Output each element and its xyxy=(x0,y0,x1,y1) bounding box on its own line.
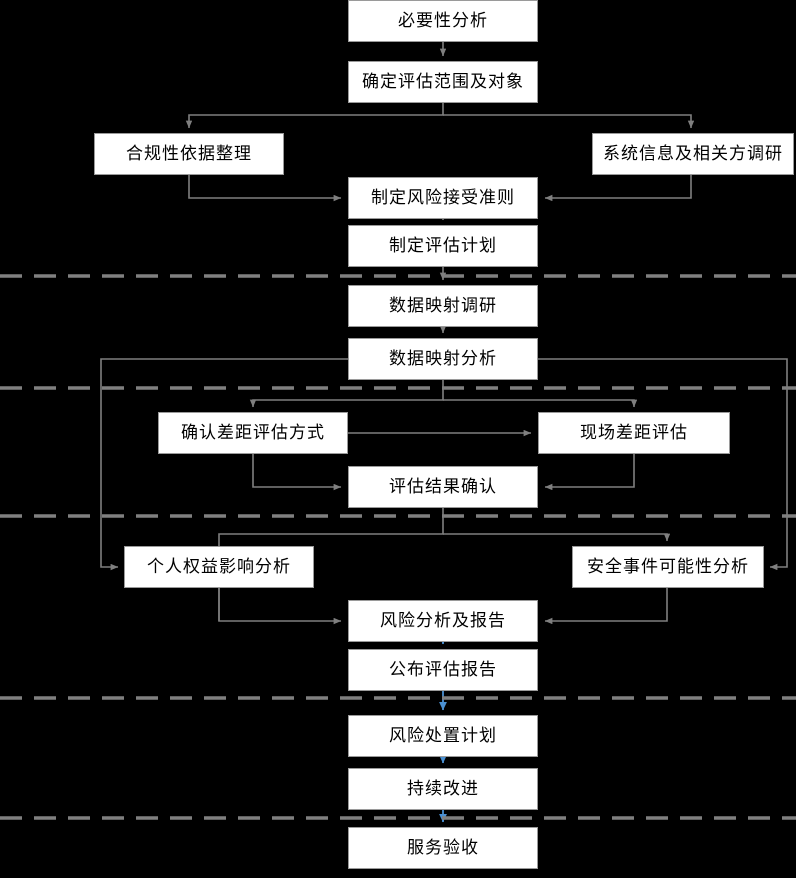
gray-connectors xyxy=(100,42,788,625)
node-continuous-improvement[interactable]: 持续改进 xyxy=(348,768,538,810)
edge-gap-method-to-result xyxy=(252,454,342,491)
edge-analysis-to-gap-method xyxy=(249,380,444,408)
edge-onsite-to-result xyxy=(544,454,635,491)
edge-result-to-risk-report-left xyxy=(218,508,444,625)
node-onsite-gap-assessment[interactable]: 现场差距评估 xyxy=(538,412,730,454)
edge-analysis-to-rights-impact xyxy=(100,358,348,571)
edge-analysis-to-onsite-gap xyxy=(443,399,638,408)
node-security-incident-likelihood-analysis[interactable]: 安全事件可能性分析 xyxy=(572,546,764,588)
edge-analysis-to-incident-likelihood xyxy=(538,358,788,571)
node-necessity-analysis[interactable]: 必要性分析 xyxy=(348,0,538,42)
edge-result-to-incident xyxy=(443,533,671,542)
edge-scope-to-compliance xyxy=(185,103,444,129)
node-service-acceptance[interactable]: 服务验收 xyxy=(348,827,538,869)
node-confirm-gap-assessment-method[interactable]: 确认差距评估方式 xyxy=(158,412,348,454)
node-data-mapping-survey[interactable]: 数据映射调研 xyxy=(348,285,538,327)
node-define-scope-and-objects[interactable]: 确定评估范围及对象 xyxy=(348,61,538,103)
node-compliance-basis-organization[interactable]: 合规性依据整理 xyxy=(94,133,284,175)
phase-dividers xyxy=(0,274,796,820)
edge-incident-to-risk-report xyxy=(544,588,668,625)
node-assessment-plan[interactable]: 制定评估计划 xyxy=(348,225,538,267)
node-data-mapping-analysis[interactable]: 数据映射分析 xyxy=(348,338,538,380)
node-risk-analysis-and-report[interactable]: 风险分析及报告 xyxy=(348,600,538,642)
node-personal-rights-impact-analysis[interactable]: 个人权益影响分析 xyxy=(124,546,314,588)
node-publish-assessment-report[interactable]: 公布评估报告 xyxy=(348,649,538,691)
node-system-info-and-stakeholder-survey[interactable]: 系统信息及相关方调研 xyxy=(592,133,794,175)
edge-compliance-to-criteria xyxy=(188,175,342,202)
edge-scope-to-survey xyxy=(443,114,695,129)
node-risk-treatment-plan[interactable]: 风险处置计划 xyxy=(348,715,538,757)
node-risk-acceptance-criteria[interactable]: 制定风险接受准则 xyxy=(348,177,538,219)
node-assessment-result-confirmation[interactable]: 评估结果确认 xyxy=(348,466,538,508)
edge-survey-to-criteria xyxy=(544,175,692,202)
